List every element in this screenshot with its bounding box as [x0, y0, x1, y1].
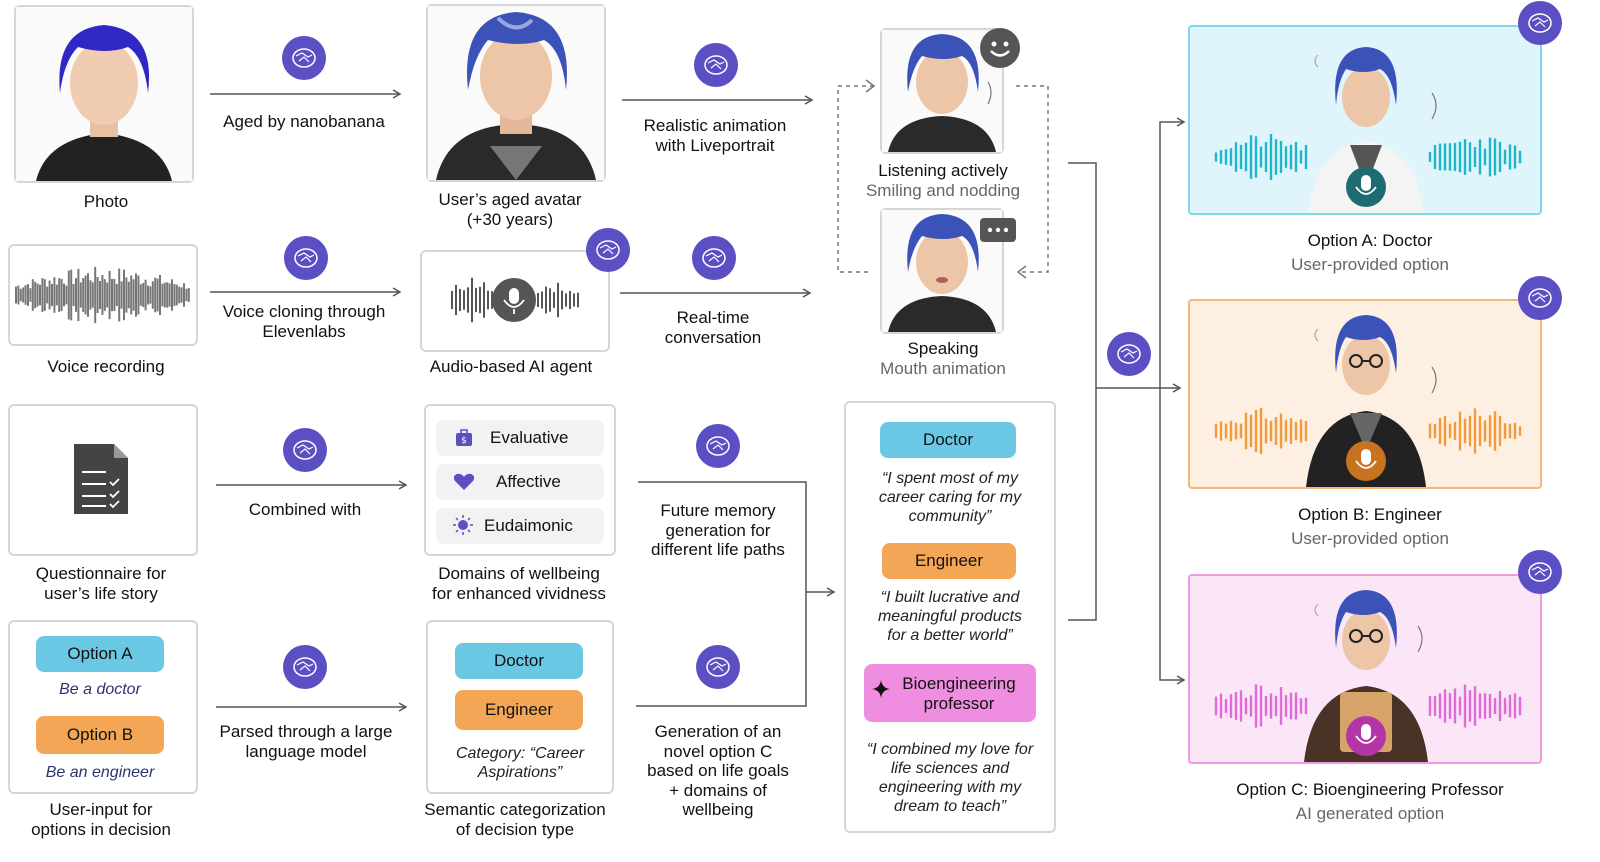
sun-icon: [453, 515, 473, 535]
option-b-desc: Be an engineer: [45, 764, 155, 781]
domain-eudaimonic-label: Eudaimonic: [484, 516, 573, 535]
semantic-caption: Semantic categorization of decision type: [424, 800, 606, 839]
speaking-avatar-card: [880, 208, 1004, 334]
speaking-caption: Speaking Mouth animation: [880, 339, 1006, 378]
option-a-desc: Be a doctor: [59, 681, 141, 698]
voice-caption: Voice recording: [47, 357, 165, 376]
combined-with-label: Combined with: [248, 500, 362, 519]
domain-eudaimonic: Eudaimonic: [436, 508, 604, 544]
category-text: Category: “Career Aspirations”: [455, 745, 585, 781]
audio-agent-waveform: [451, 277, 579, 323]
memory-engineer-pill: Engineer: [882, 543, 1016, 579]
photo-card: [14, 5, 194, 183]
svg-text:$: $: [461, 436, 467, 446]
audio-agent-card: [420, 250, 610, 352]
ai-brain-icon-4: [692, 236, 736, 280]
memory-doctor-pill: Doctor: [880, 422, 1016, 458]
memory-engineer-quote: “I built lucrative and meaningful produc…: [877, 589, 1023, 644]
option-a-scene: [1214, 47, 1522, 213]
option-a-doctor-card: [1188, 25, 1542, 215]
ai-brain-badge-b: [1518, 276, 1562, 320]
domain-affective-label: Affective: [496, 472, 561, 491]
ai-brain-icon-9: [1107, 332, 1151, 376]
aged-avatar-portrait: [428, 6, 604, 180]
speech-bubble-icon: [980, 218, 1016, 242]
category-engineer-pill: Engineer: [455, 690, 583, 730]
ai-brain-icon-3: [284, 236, 328, 280]
domain-evaluative: $ Evaluative: [436, 420, 604, 456]
option-b-scene: [1214, 315, 1522, 487]
heart-hands-icon: [453, 473, 475, 490]
memory-professor-pill: Bioengineering professor: [864, 664, 1036, 722]
aged-avatar-card: [426, 4, 606, 182]
portrait-photo: [16, 7, 192, 181]
questionnaire-card: [8, 404, 198, 556]
domains-caption: Domains of wellbeing for enhanced vividn…: [432, 564, 606, 603]
option-b-engineer-card: [1188, 299, 1542, 489]
questionnaire-caption: Questionnaire for user’s life story: [35, 564, 167, 603]
ai-brain-icon-7: [283, 645, 327, 689]
future-memories-card: [844, 401, 1056, 833]
voice-cloning-label: Voice cloning through Elevenlabs: [222, 302, 386, 341]
option-c-scene: [1214, 590, 1522, 762]
ai-brain-badge-agent: [586, 228, 630, 272]
animation-label: Realistic animation with Liveportrait: [643, 116, 787, 155]
ai-brain-icon-8: [696, 645, 740, 689]
voice-recording-card: [8, 244, 198, 346]
option-c-generation-label: Generation of an novel option C based on…: [647, 722, 789, 819]
domain-evaluative-label: Evaluative: [490, 428, 569, 447]
ai-brain-icon-6: [696, 424, 740, 468]
realtime-label: Real-time conversation: [664, 308, 762, 347]
domain-affective: Affective: [436, 464, 604, 500]
speaking-avatar: [882, 210, 1002, 332]
ai-brain-badge-a: [1518, 1, 1562, 45]
option-c-caption: Option C: Bioengineering Professor AI ge…: [1236, 780, 1504, 823]
category-doctor-pill: Doctor: [455, 643, 583, 679]
ai-brain-icon-5: [283, 428, 327, 472]
document-checklist-icon: [74, 444, 128, 514]
option-a-pill: Option A: [36, 636, 164, 672]
memory-doctor-quote: “I spent most of my career caring for my…: [878, 470, 1022, 525]
user-input-caption: User-input for options in decision: [31, 800, 171, 839]
aged-by-label: Aged by nanobanana: [223, 112, 385, 131]
smile-emoji-icon: [980, 28, 1020, 68]
memory-professor-quote: “I combined my love for life sciences an…: [866, 741, 1034, 815]
briefcase-dollar-icon: $: [456, 429, 472, 446]
option-c-professor-card: [1188, 574, 1542, 764]
aged-avatar-caption: User’s aged avatar (+30 years): [438, 190, 582, 229]
option-b-caption: Option B: Engineer User-provided option: [1291, 505, 1449, 548]
listening-avatar: [882, 30, 1002, 152]
llm-parse-label: Parsed through a large language model: [219, 722, 393, 761]
photo-caption: Photo: [83, 192, 129, 211]
option-b-pill: Option B: [36, 716, 164, 754]
sparkle-icon: [872, 680, 890, 698]
future-memory-label: Future memory generation for different l…: [651, 501, 785, 559]
ai-brain-badge-c: [1518, 550, 1562, 594]
agent-caption: Audio-based AI agent: [429, 357, 593, 376]
option-a-caption: Option A: Doctor User-provided option: [1291, 231, 1449, 274]
ai-brain-icon-2: [694, 43, 738, 87]
voice-waveform-icon: [15, 266, 190, 324]
memory-professor-label: Bioengineering professor: [902, 674, 1016, 713]
ai-brain-icon: [282, 36, 326, 80]
listening-caption: Listening actively Smiling and nodding: [865, 161, 1021, 200]
